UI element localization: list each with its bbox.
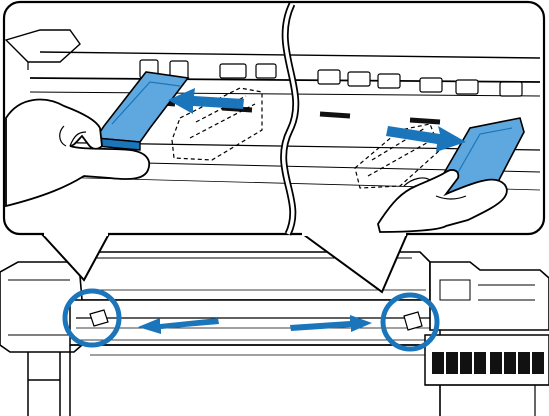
printer-body [0, 251, 549, 416]
printer-right-section [429, 261, 549, 331]
printer-right-arrow [290, 315, 372, 332]
left-edge-plate-small [89, 309, 109, 327]
callout-tail-right [299, 231, 409, 294]
printer-front [69, 344, 441, 416]
ink-cartridge [474, 352, 486, 374]
right-hand [377, 169, 508, 233]
ink-cartridge [532, 352, 544, 374]
ink-cartridge [518, 352, 530, 374]
right-edge-plate-small [403, 311, 423, 331]
ink-cartridge [460, 352, 472, 374]
ink-cartridge [504, 352, 516, 374]
ink-cartridge [432, 352, 444, 374]
ink-cartridges [432, 352, 544, 374]
pinch-rollers [139, 59, 523, 97]
left-highlight-circle [62, 288, 122, 348]
callout-left-arrow [168, 88, 244, 114]
right-highlight-circle [380, 292, 440, 352]
callout-tail-left [39, 231, 111, 282]
printer-left-leg [27, 352, 61, 416]
ink-cartridge [446, 352, 458, 374]
printer-left-arrow [138, 318, 219, 334]
callout-right-arrow [386, 126, 466, 152]
ink-cartridge [490, 352, 502, 374]
left-original-position [171, 87, 263, 161]
